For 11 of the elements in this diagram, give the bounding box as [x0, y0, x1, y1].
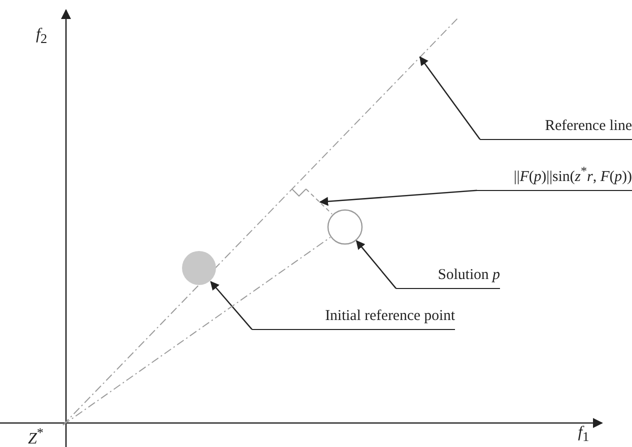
- origin-label: Z$^{*}$: [28, 424, 44, 447]
- solution-label: Solution p: [396, 266, 500, 289]
- leader-line: [210, 280, 252, 330]
- leader-line: [319, 190, 478, 206]
- distance-formula: ||F(p)||sin(z$^{*}$r, F(p)): [477, 162, 632, 191]
- axis-label: f$_{1}$: [578, 424, 590, 446]
- axis-label: f$_{2}$: [36, 26, 48, 48]
- dash-dot-line: [62, 236, 331, 426]
- leader-line: [419, 56, 481, 140]
- line-label: Reference line: [480, 117, 632, 140]
- leader-line: [356, 240, 396, 289]
